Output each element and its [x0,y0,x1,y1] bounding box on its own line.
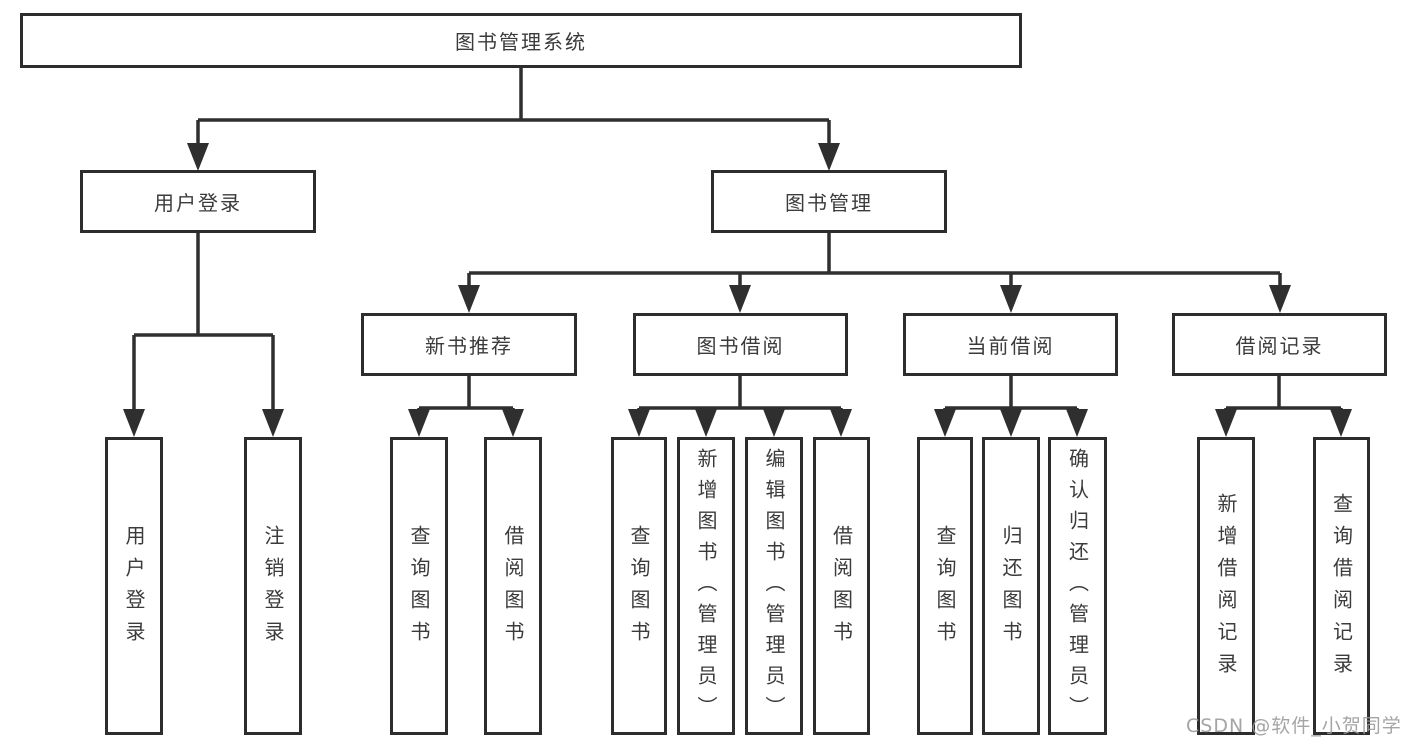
leaf-add-books-admin: 新增图书（管理员） [677,437,735,735]
leaf-return-books: 归还图书 [982,437,1040,735]
leaf-edit-books-admin: 编辑图书（管理员） [745,437,803,735]
node-root-system: 图书管理系统 [20,13,1022,68]
leaf-query-books-recommend: 查询图书 [390,437,448,735]
node-book-management: 图书管理 [711,170,947,233]
node-new-book-recommend: 新书推荐 [361,313,577,376]
leaf-user-login: 用户登录 [105,437,163,735]
leaf-logout: 注销登录 [244,437,302,735]
node-book-borrow: 图书借阅 [633,313,848,376]
node-user-login: 用户登录 [80,170,316,233]
leaf-query-books-borrow: 查询图书 [611,437,667,735]
leaf-query-books-current: 查询图书 [917,437,973,735]
node-borrow-record: 借阅记录 [1172,313,1387,376]
leaf-add-borrow-record: 新增借阅记录 [1197,437,1255,735]
leaf-borrow-books: 借阅图书 [813,437,870,735]
leaf-query-borrow-record: 查询借阅记录 [1313,437,1370,735]
leaf-confirm-return-admin: 确认归还（管理员） [1048,437,1107,735]
csdn-watermark: CSDN @软件_小贺同学 [1186,715,1402,737]
node-current-borrow: 当前借阅 [903,313,1118,376]
leaf-borrow-books-recommend: 借阅图书 [484,437,542,735]
